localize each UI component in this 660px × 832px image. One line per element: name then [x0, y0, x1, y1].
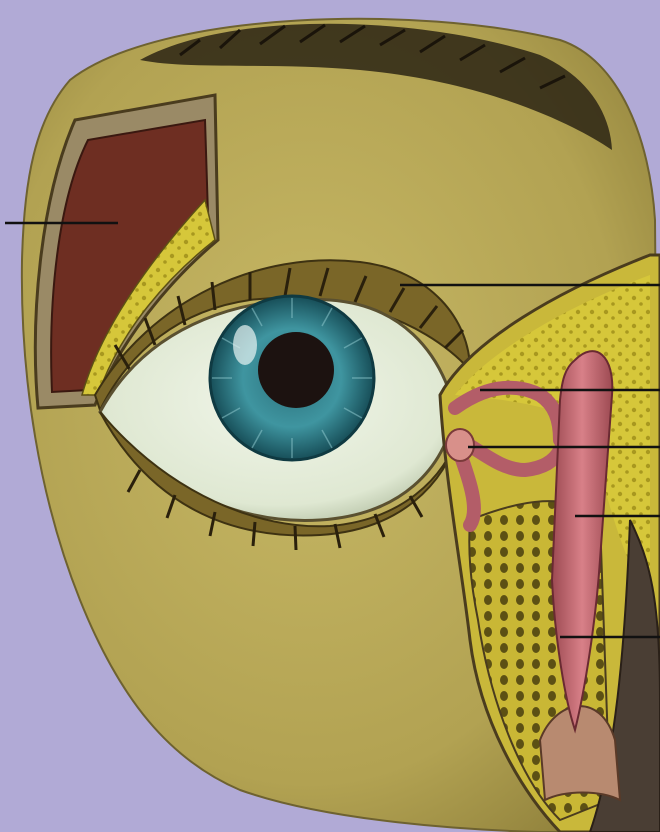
anatomy-figure: [0, 0, 660, 832]
leader-lines-layer: [0, 0, 660, 832]
